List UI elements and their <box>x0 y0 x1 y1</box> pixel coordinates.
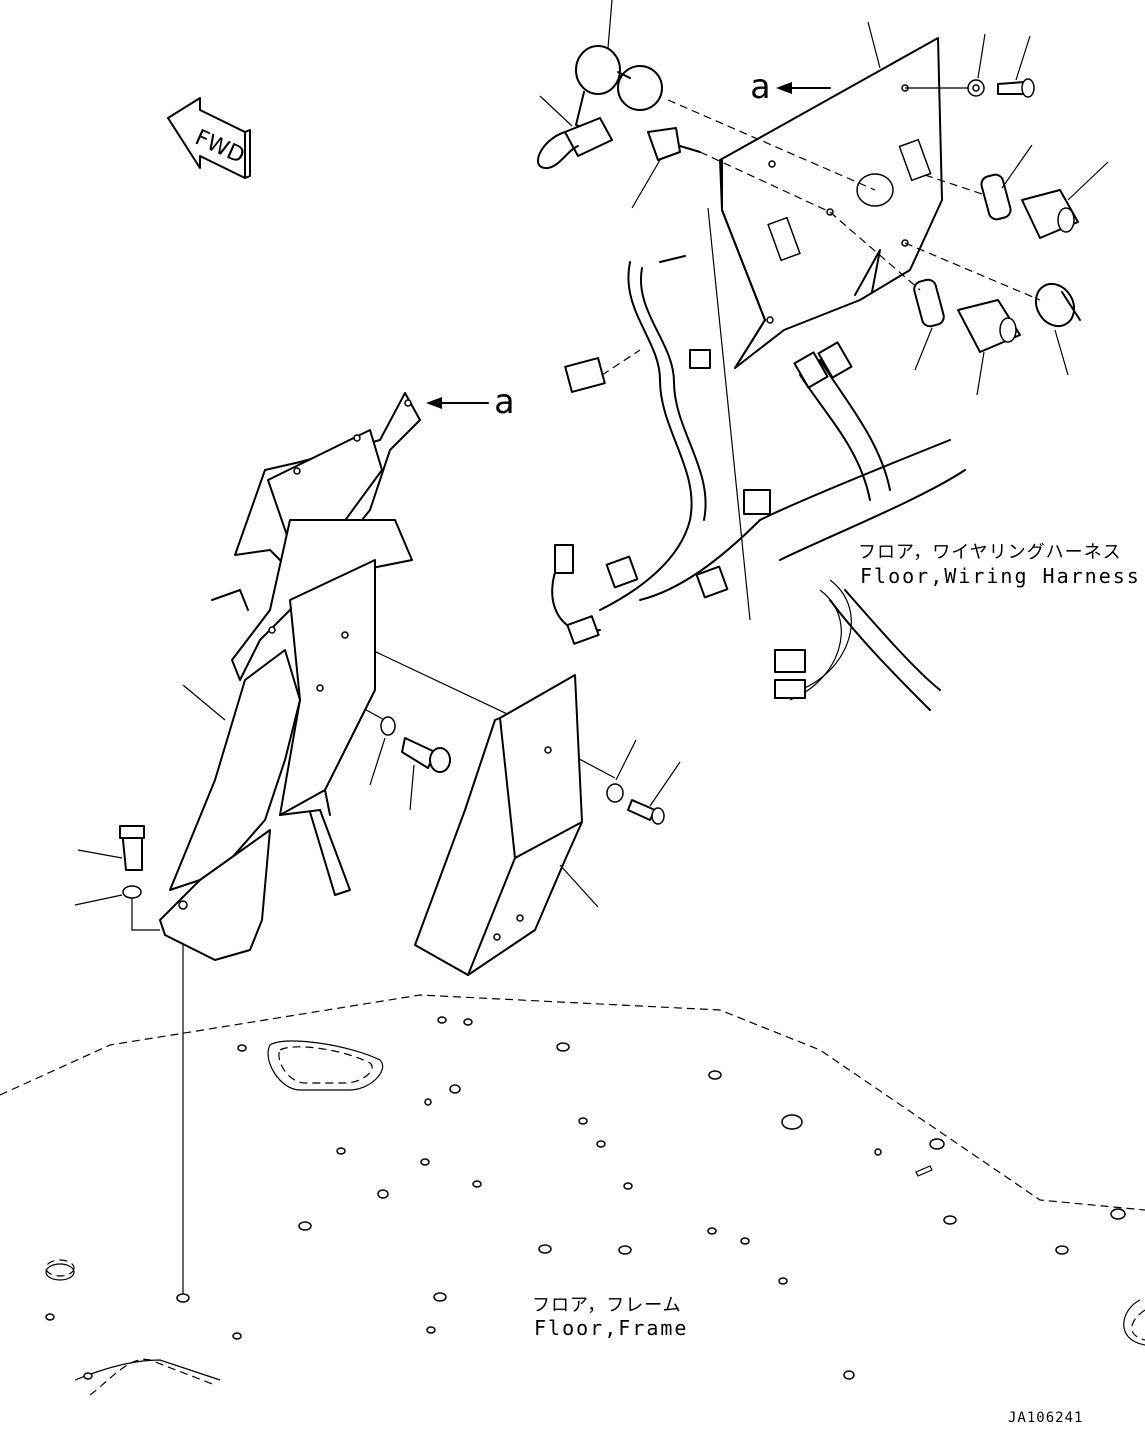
washer-lower-1 <box>380 716 396 736</box>
washer-lower-3 <box>122 885 142 899</box>
view-arrow-mid: a <box>426 382 514 422</box>
view-arrow-top: a <box>750 67 831 107</box>
view-arrow-mid-label: a <box>494 382 514 422</box>
drawing-code: JA106241 <box>1008 1410 1083 1426</box>
callout-leaders <box>74 0 1109 908</box>
rocker-switch-1 <box>1021 189 1079 239</box>
knob <box>1034 282 1081 328</box>
bolt-lower-1 <box>401 737 451 773</box>
rotary-switch <box>647 127 701 161</box>
washer-lower-2 <box>606 783 624 803</box>
view-arrow-top-label: a <box>750 67 770 107</box>
key-switch <box>536 45 663 170</box>
washer-top <box>967 79 985 97</box>
screw-top <box>997 78 1035 98</box>
harness-label-jp: フロア，ワイヤリングハーネス <box>858 542 1122 563</box>
frame-label-jp: フロア，フレーム <box>532 1295 682 1316</box>
upper-mount-panel <box>719 37 943 369</box>
switch-bezel-2 <box>913 278 945 328</box>
harness-label-en: Floor,Wiring Harness <box>860 564 1141 588</box>
screw-lower-2 <box>627 799 665 825</box>
wiring-harness <box>551 255 966 711</box>
lower-bracket <box>159 392 421 961</box>
bolt-lower-3 <box>119 825 145 871</box>
forward-direction-arrow-icon: FWD <box>167 97 251 179</box>
rocker-switch-2 <box>957 299 1021 353</box>
floor-frame <box>45 1016 1145 1396</box>
lower-cover <box>414 674 583 976</box>
frame-label-en: Floor,Frame <box>534 1316 688 1340</box>
